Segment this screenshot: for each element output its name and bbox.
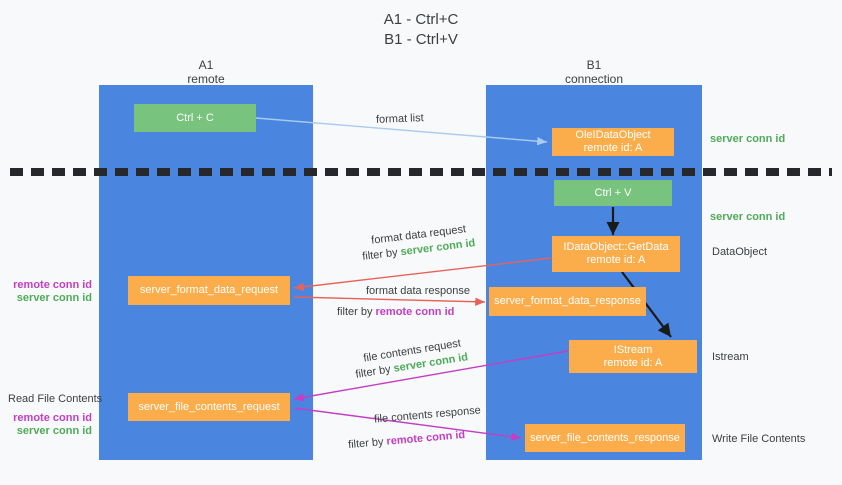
node-server-file-contents-request[interactable]: server_file_contents_request [128,393,290,421]
edge-label-file-contents-response-filter: filter by remote conn id [348,428,466,453]
filter-value: remote conn id [386,428,466,448]
edge-label-format-data-response-filter: filter by remote conn id [337,305,454,320]
annotation-remote-conn-id-lower: remote conn id [13,412,92,424]
node-idataobject-getdata[interactable]: IDataObject::GetData remote id: A [552,236,680,272]
annotation-remote-conn-id-upper: remote conn id [13,279,92,291]
column-header-b1: B1 connection [564,58,624,86]
annotation-server-conn-id-second: server conn id [710,211,786,223]
edge-label-file-contents-response-title: file contents response [373,404,482,426]
annotation-istream: Istream [712,351,749,363]
filter-prefix: filter by [354,362,395,381]
node-ctrl-c[interactable]: Ctrl + C [134,104,256,132]
node-server-format-data-request[interactable]: server_format_data_request [128,276,290,305]
node-ctrl-v[interactable]: Ctrl + V [554,180,672,206]
annotation-server-conn-id-lower: server conn id [16,425,92,437]
phase-separator [10,168,832,176]
annotation-write-file-contents: Write File Contents [712,433,806,445]
edge-label-format-data-response-title: format data response [366,285,470,297]
filter-prefix: filter by [347,435,388,452]
node-ole-data-object[interactable]: OleIDataObject remote id: A [552,128,674,156]
filter-value: remote conn id [375,306,455,318]
annotation-server-conn-id-upper: server conn id [16,292,92,304]
annotation-dataobject: DataObject [712,246,768,258]
annotation-read-file-contents: Read File Contents [8,393,103,405]
annotation-server-conn-id-top: server conn id [710,133,786,145]
edge-label-format-list: format list [375,112,424,126]
page-title: A1 - Ctrl+C B1 - Ctrl+V [383,11,459,48]
node-server-file-contents-response[interactable]: server_file_contents_response [525,424,685,452]
filter-prefix: filter by [361,246,402,263]
node-istream[interactable]: IStream remote id: A [569,340,697,373]
column-header-a1: A1 remote [187,58,225,86]
filter-prefix: filter by [337,306,376,318]
node-server-format-data-response[interactable]: server_format_data_response [489,287,646,316]
